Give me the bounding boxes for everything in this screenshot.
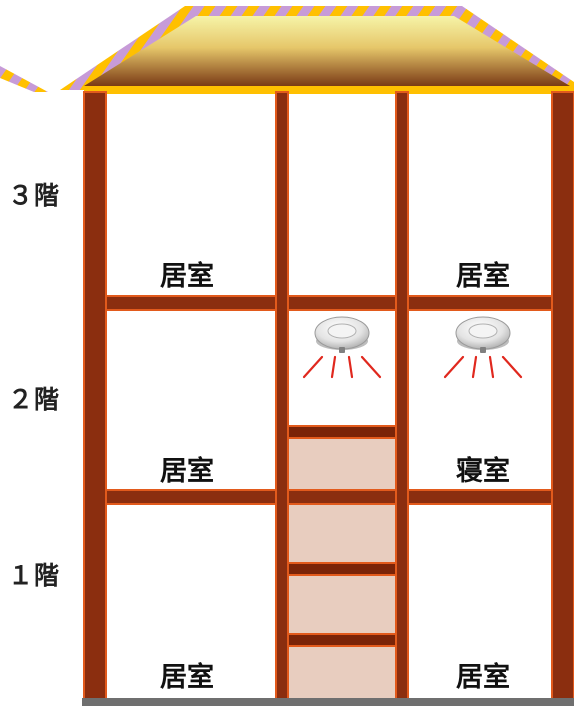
room-label-2f-left: 居室 — [160, 456, 214, 487]
stair-landing-top — [284, 425, 400, 439]
stair-step-2 — [284, 633, 400, 647]
eave — [84, 86, 574, 94]
smoke-detector-icon — [443, 316, 523, 379]
alarm-lines — [443, 355, 523, 379]
room-label-1f-right: 居室 — [456, 662, 510, 693]
post-left — [83, 91, 107, 701]
neighbor-roof — [0, 66, 48, 92]
beam-3f-floor — [99, 295, 555, 311]
stair-step-1 — [284, 562, 400, 576]
post-right — [551, 91, 574, 701]
room-label-2f-bedroom: 寝室 — [456, 456, 510, 487]
room-label-3f-left: 居室 — [160, 261, 214, 292]
post-center-left — [275, 91, 289, 701]
floor-label-3f: ３階 — [8, 181, 61, 210]
roof-surface — [84, 16, 570, 86]
ground — [82, 698, 574, 706]
smoke-detector-icon — [302, 316, 382, 379]
post-center-right — [395, 91, 409, 701]
floor-label-1f: １階 — [8, 561, 61, 590]
alarm-lines — [302, 355, 382, 379]
room-label-1f-left: 居室 — [160, 662, 214, 693]
roof — [0, 6, 574, 94]
room-label-3f-right: 居室 — [456, 261, 510, 292]
beam-2f-floor — [99, 489, 555, 505]
floor-label-2f: ２階 — [8, 385, 61, 414]
